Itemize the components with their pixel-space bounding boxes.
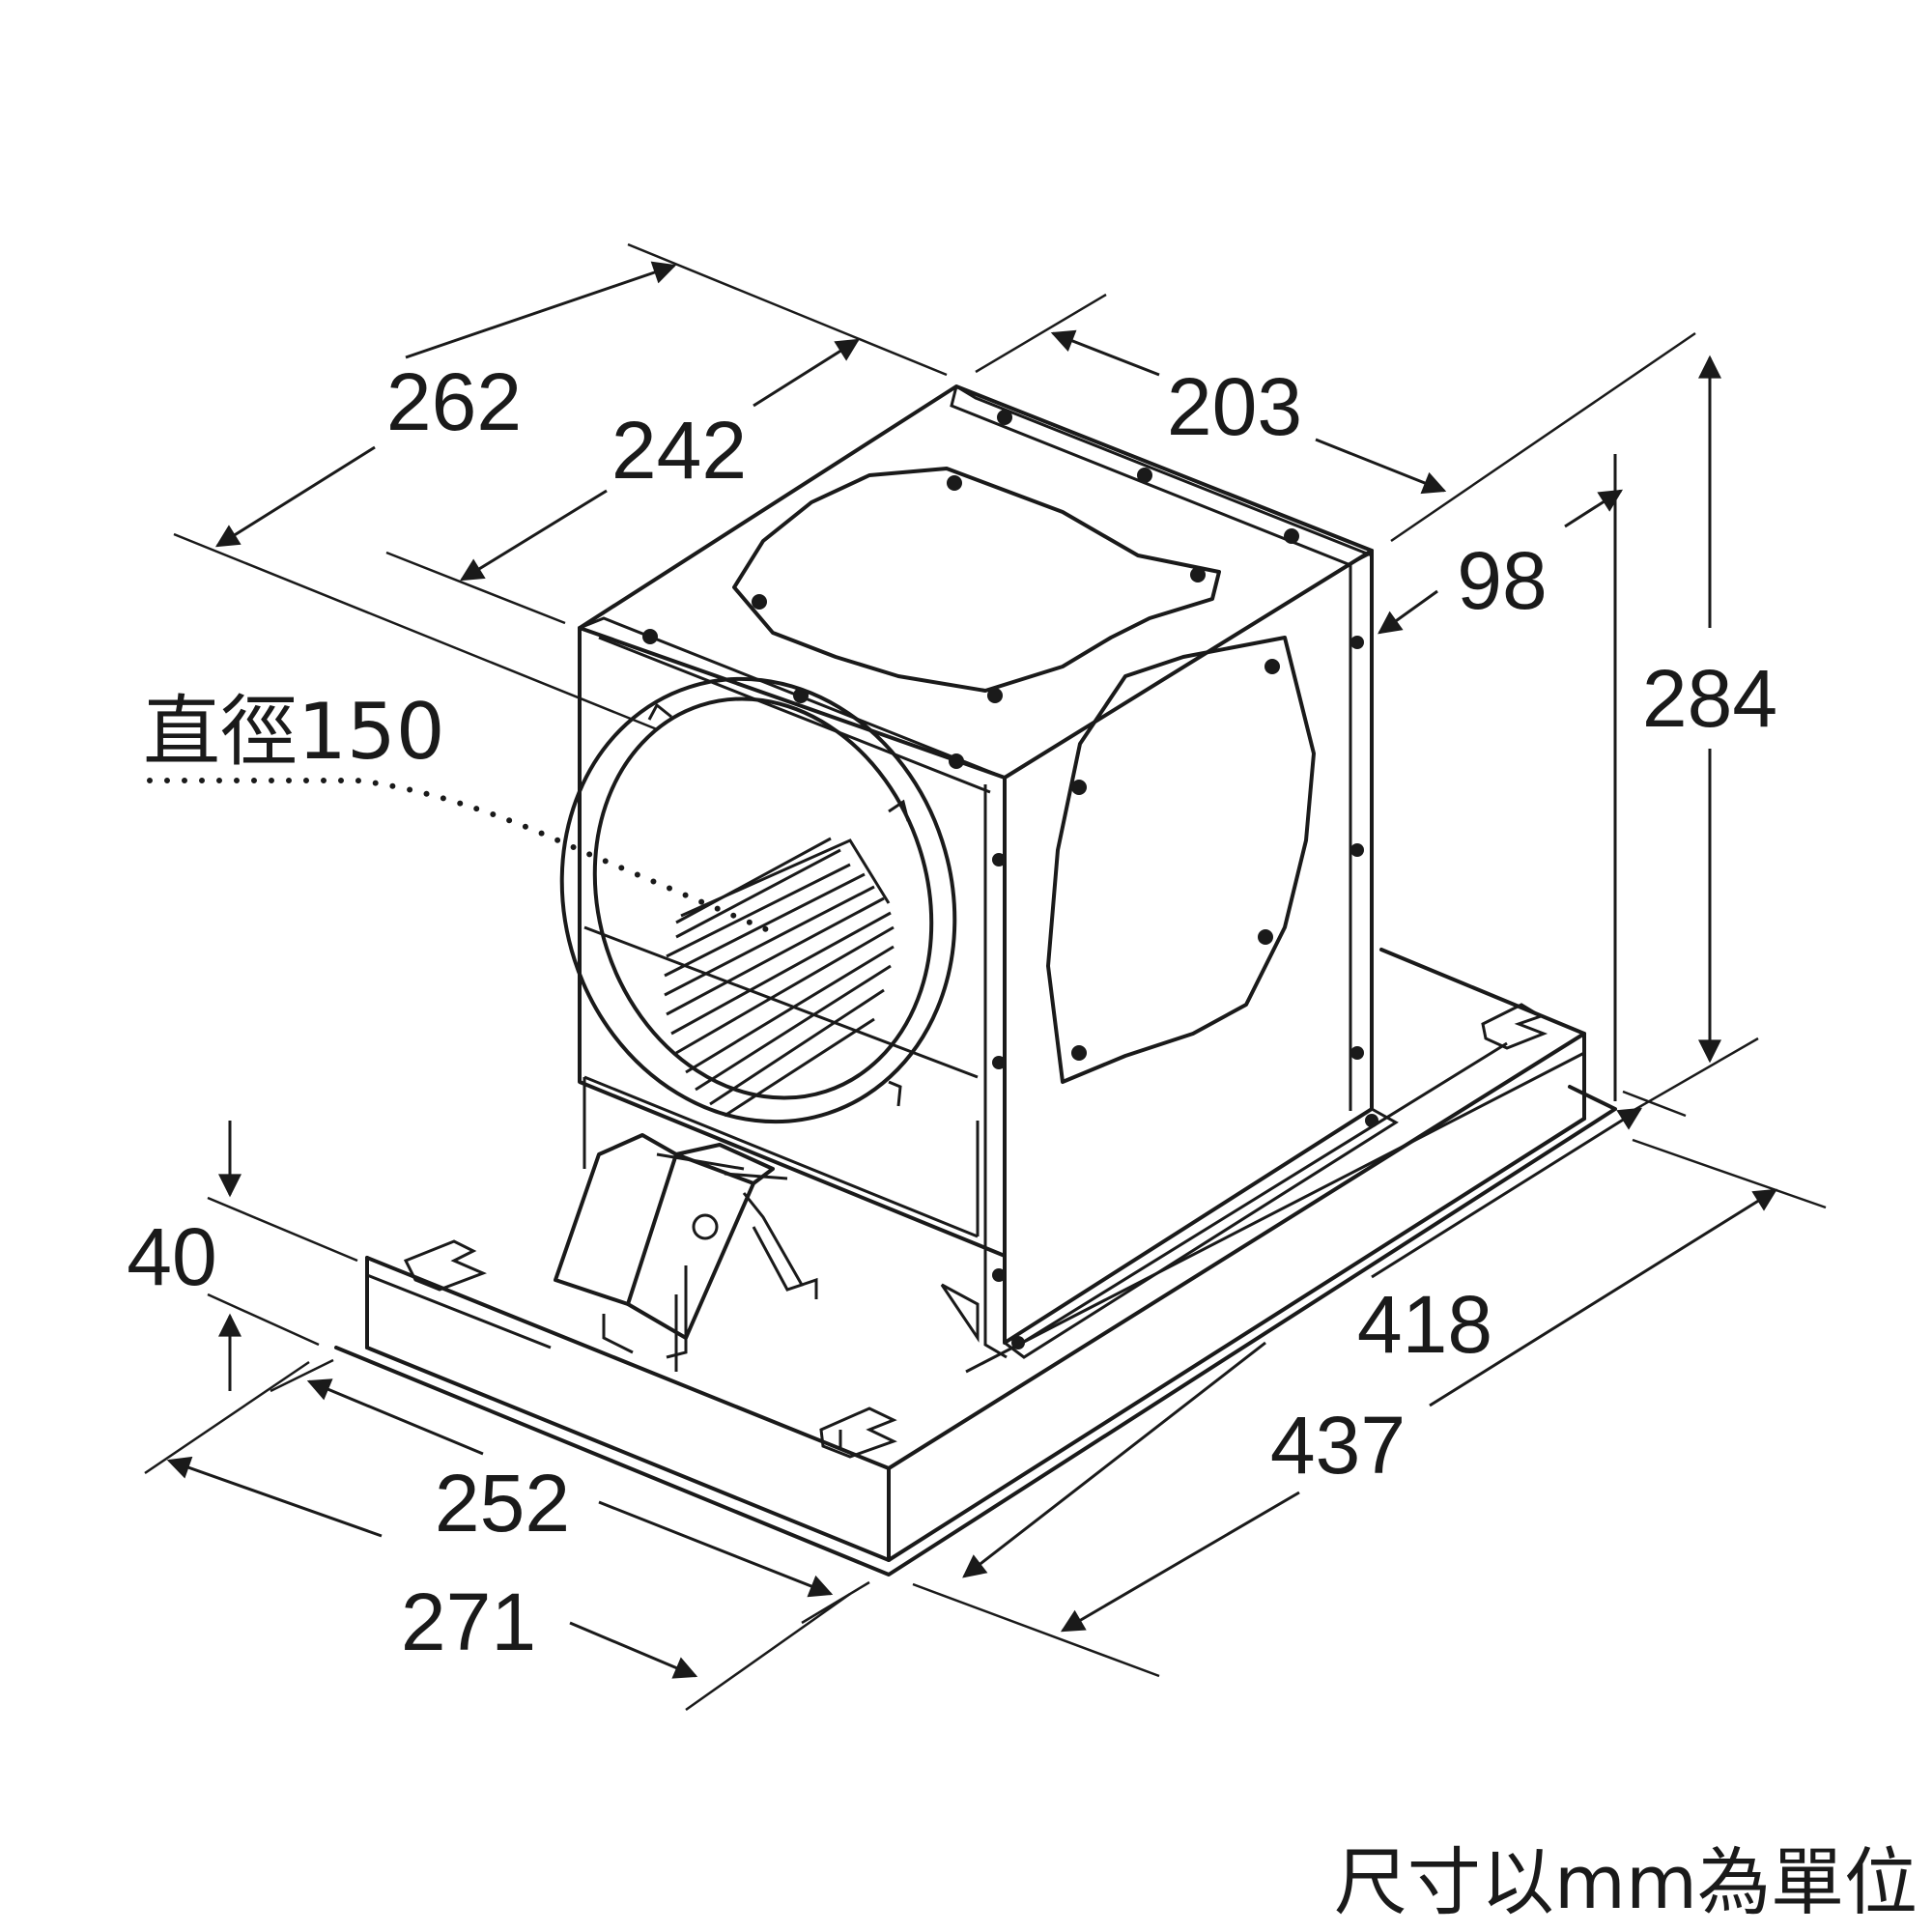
dimension-lines xyxy=(144,242,1827,1712)
base-plate xyxy=(334,948,1617,1577)
outlet-ring xyxy=(559,676,957,1124)
dim-437: 437 xyxy=(1270,1400,1406,1491)
fan-housing xyxy=(578,384,1399,1359)
dim-40: 40 xyxy=(127,1211,216,1302)
dim-203: 203 xyxy=(1167,361,1302,452)
dimension-labels: 262 242 203 98 284 40 418 437 252 271 直徑… xyxy=(127,356,1918,1925)
dim-271: 271 xyxy=(401,1577,536,1667)
dim-418: 418 xyxy=(1357,1279,1492,1370)
fan-grille xyxy=(664,837,895,1118)
diameter-label: 直徑150 xyxy=(143,687,445,777)
dim-252: 252 xyxy=(435,1458,570,1548)
dim-284: 284 xyxy=(1642,653,1777,744)
damper-bracket xyxy=(554,1133,818,1372)
rivets xyxy=(642,410,1378,1350)
unit-note: 尺寸以mm為單位 xyxy=(1334,1839,1918,1925)
dim-98: 98 xyxy=(1457,535,1547,626)
dim-262: 262 xyxy=(386,356,522,447)
dim-242: 242 xyxy=(611,405,747,496)
diameter-leader xyxy=(147,778,776,935)
